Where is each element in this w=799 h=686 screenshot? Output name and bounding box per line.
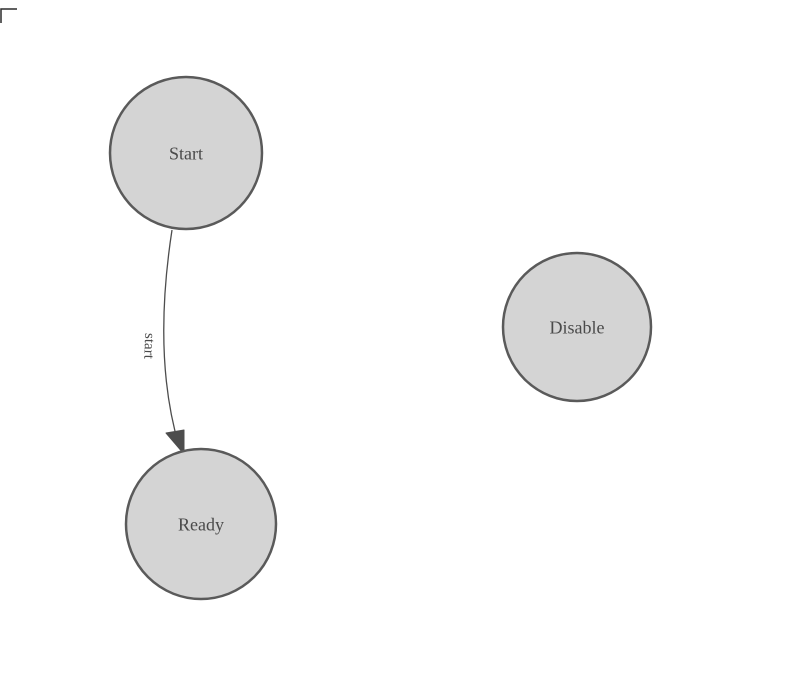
edge-start-ready[interactable]: start [140,229,185,455]
node-start[interactable]: Start [108,75,264,231]
node-ready-circle[interactable] [124,447,278,601]
edge-path[interactable] [163,229,180,447]
node-start-circle[interactable] [108,75,264,231]
arrowhead-icon [165,429,185,455]
node-disable[interactable]: Disable [501,251,653,403]
node-ready[interactable]: Ready [124,447,278,601]
node-disable-circle[interactable] [501,251,653,403]
edge-label[interactable]: start [140,333,157,360]
corner-mark [0,8,17,23]
